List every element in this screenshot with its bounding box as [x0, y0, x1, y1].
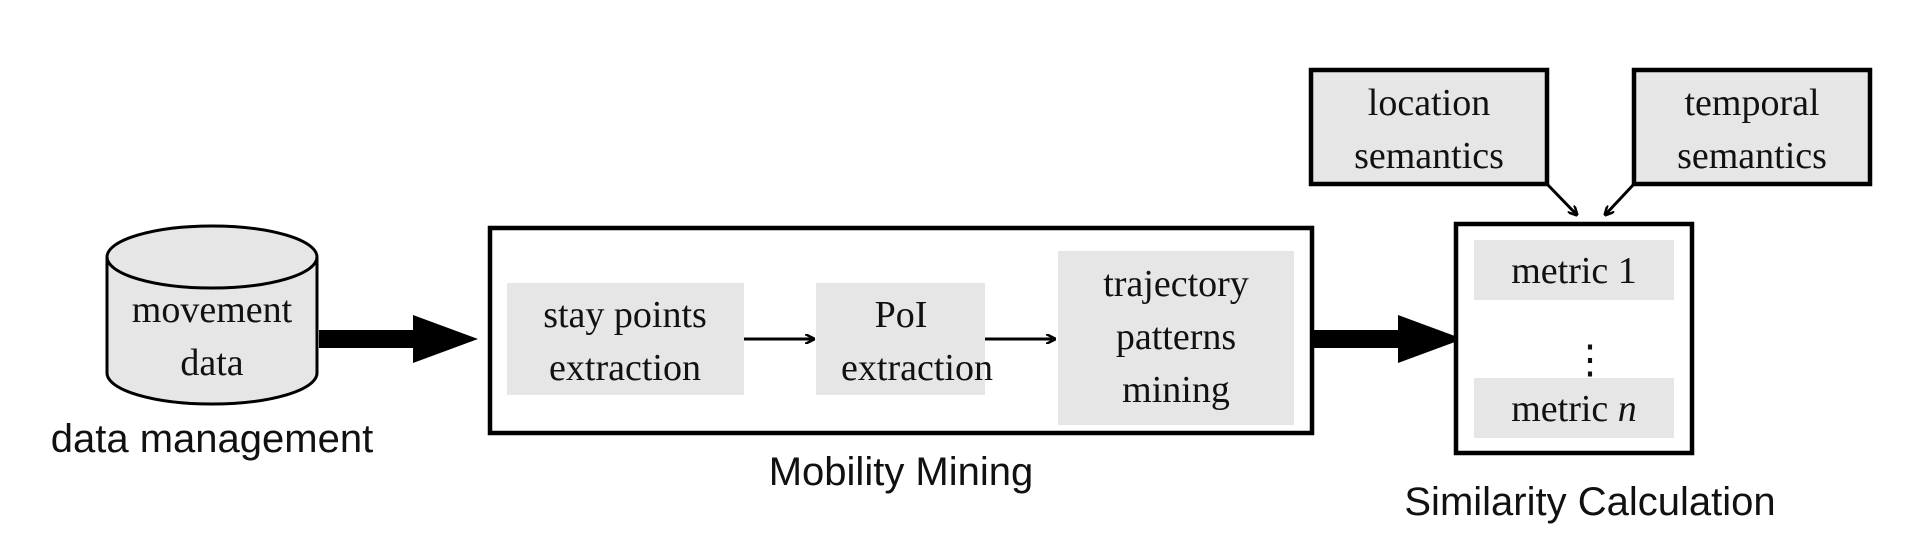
location-semantics-line2: semantics [1354, 135, 1504, 177]
arrow-location-to-similarity [1545, 182, 1577, 215]
metric-1-box: metric 1 [1474, 240, 1674, 300]
trajectory-patterns-mining-box: trajectory patterns mining [1058, 251, 1294, 425]
cylinder-top [105, 224, 319, 290]
location-semantics-line1: location [1368, 82, 1490, 124]
thick-arrow-to-similarity [1314, 315, 1463, 363]
location-semantics-box: location semantics [1308, 67, 1550, 187]
poi-line1: PoI [875, 294, 928, 336]
cylinder-body [105, 257, 319, 406]
trajectory-line3: mining [1122, 369, 1230, 411]
metric-1-label: metric 1 [1511, 250, 1637, 292]
metric-n-prefix: metric [1511, 388, 1618, 430]
temporal-semantics-line2: semantics [1677, 135, 1827, 177]
trajectory-line1: trajectory [1103, 263, 1249, 305]
temporal-semantics-box: temporal semantics [1631, 67, 1873, 187]
temporal-semantics-line1: temporal [1684, 82, 1819, 124]
thick-arrow-to-mining [319, 315, 478, 363]
trajectory-line2: patterns [1116, 316, 1236, 358]
movement-data-cylinder: movement data [105, 224, 319, 406]
metric-n-box: metric n [1474, 378, 1674, 438]
cylinder-label-line1: movement [132, 289, 293, 331]
metric-n-label: metric n [1511, 388, 1637, 430]
poi-extraction-box: PoI extraction [816, 283, 993, 395]
stay-points-line2: extraction [549, 347, 701, 389]
metric-n-variable: n [1618, 388, 1637, 430]
stay-points-line1: stay points [543, 294, 707, 336]
metric-ellipsis: ⋮ [1570, 337, 1610, 382]
stay-points-extraction-box: stay points extraction [507, 283, 744, 395]
data-management-caption: data management [51, 417, 373, 461]
poi-line2: extraction [841, 347, 993, 389]
mobility-mining-caption: Mobility Mining [769, 450, 1034, 494]
similarity-calculation-caption: Similarity Calculation [1404, 480, 1775, 524]
cylinder-label-line2: data [180, 342, 243, 384]
arrow-temporal-to-similarity [1605, 182, 1636, 215]
